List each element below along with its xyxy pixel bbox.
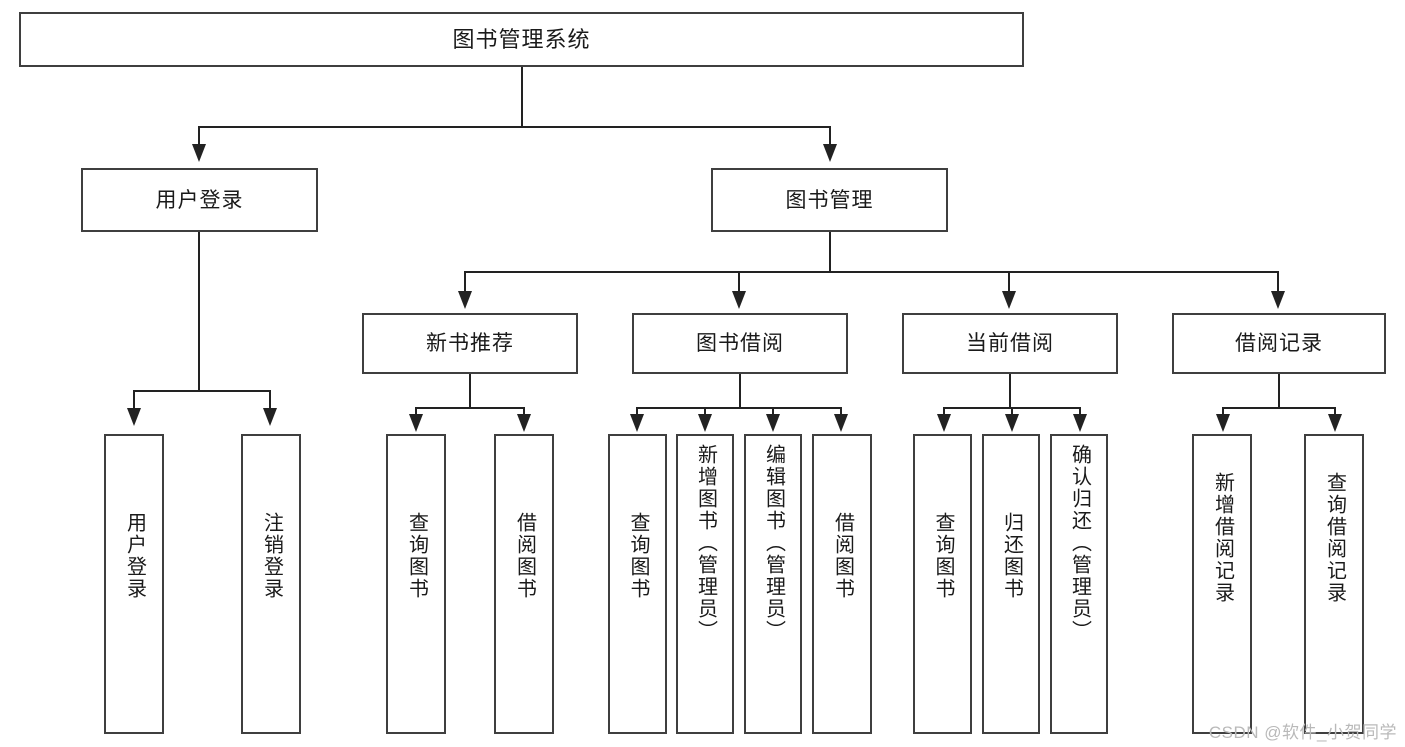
connector-level3-drop-2 xyxy=(738,271,740,293)
leaf-label: 查询借阅记录 xyxy=(1323,472,1346,604)
leaf-book-borrow-edit-book-admin[interactable]: 编辑图书（管理员） xyxy=(744,434,802,734)
arrowhead-to-borrow-record xyxy=(1271,291,1285,309)
leaf-book-borrow-borrow-book[interactable]: 借阅图书 xyxy=(812,434,872,734)
node-current-borrow[interactable]: 当前借阅 xyxy=(902,313,1118,374)
leaf-book-borrow-query-book[interactable]: 查询图书 xyxy=(608,434,667,734)
connector-borrow-record-drop-1 xyxy=(1222,407,1224,417)
connector-book-borrow-drop-2 xyxy=(704,407,706,417)
connector-book-borrow-drop-3 xyxy=(772,407,774,417)
node-label: 新书推荐 xyxy=(426,332,514,355)
leaf-user-login[interactable]: 用户登录 xyxy=(104,434,164,734)
connector-book-borrow-stem xyxy=(739,374,741,408)
node-label: 图书管理系统 xyxy=(452,26,591,52)
arrowhead-new-book-leaf-2 xyxy=(517,414,531,432)
arrowhead-book-borrow-leaf-2 xyxy=(698,414,712,432)
arrowhead-borrow-record-leaf-1 xyxy=(1216,414,1230,432)
connector-book-borrow-drop-1 xyxy=(636,407,638,417)
leaf-label: 查询图书 xyxy=(627,512,649,600)
node-root-book-management-system[interactable]: 图书管理系统 xyxy=(19,12,1024,67)
connector-new-book-bus xyxy=(415,407,525,409)
node-new-book-recommend[interactable]: 新书推荐 xyxy=(362,313,578,374)
connector-root-stem xyxy=(521,67,523,127)
node-label: 当前借阅 xyxy=(966,332,1054,355)
leaf-label: 新增借阅记录 xyxy=(1211,472,1234,604)
leaf-logout[interactable]: 注销登录 xyxy=(241,434,301,734)
leaf-book-borrow-add-book-admin[interactable]: 新增图书（管理员） xyxy=(676,434,734,734)
leaf-label: 确认归还（管理员） xyxy=(1068,444,1091,642)
connector-level2-bus xyxy=(198,126,831,128)
node-label: 用户登录 xyxy=(155,188,244,212)
node-user-login[interactable]: 用户登录 xyxy=(81,168,318,232)
watermark-text: CSDN @软件_小贺同学 xyxy=(1208,723,1397,742)
connector-current-borrow-drop-3 xyxy=(1079,407,1081,417)
leaf-label: 编辑图书（管理员） xyxy=(762,444,785,642)
node-book-borrow[interactable]: 图书借阅 xyxy=(632,313,848,374)
leaf-new-book-borrow-book[interactable]: 借阅图书 xyxy=(494,434,554,734)
connector-level3-bus xyxy=(464,271,1279,273)
arrowhead-to-leaf-user-login xyxy=(127,408,141,426)
connector-borrow-record-drop-2 xyxy=(1334,407,1336,417)
leaf-label: 新增图书（管理员） xyxy=(694,444,717,642)
leaf-borrow-record-add-record[interactable]: 新增借阅记录 xyxy=(1192,434,1252,734)
connector-user-login-drop-1 xyxy=(133,390,135,410)
arrowhead-book-borrow-leaf-4 xyxy=(834,414,848,432)
connector-book-borrow-drop-4 xyxy=(840,407,842,417)
connector-current-borrow-drop-1 xyxy=(943,407,945,417)
arrowhead-to-user-login xyxy=(192,144,206,162)
connector-level3-drop-1 xyxy=(464,271,466,293)
connector-level2-drop-1 xyxy=(198,126,200,146)
arrowhead-to-book-management xyxy=(823,144,837,162)
connector-user-login-bus xyxy=(133,390,270,392)
connector-current-borrow-stem xyxy=(1009,374,1011,408)
leaf-current-borrow-return-book[interactable]: 归还图书 xyxy=(982,434,1040,734)
leaf-borrow-record-query-record[interactable]: 查询借阅记录 xyxy=(1304,434,1364,734)
arrowhead-to-new-book-recommend xyxy=(458,291,472,309)
arrowhead-to-current-borrow xyxy=(1002,291,1016,309)
leaf-label: 查询图书 xyxy=(932,512,954,600)
connector-new-book-drop-1 xyxy=(415,407,417,417)
leaf-label: 借阅图书 xyxy=(831,512,854,600)
leaf-label: 查询图书 xyxy=(405,512,428,600)
connector-new-book-drop-2 xyxy=(523,407,525,417)
connector-current-borrow-drop-2 xyxy=(1011,407,1013,417)
arrowhead-borrow-record-leaf-2 xyxy=(1328,414,1342,432)
leaf-label: 注销登录 xyxy=(260,512,283,600)
leaf-current-borrow-confirm-return-admin[interactable]: 确认归还（管理员） xyxy=(1050,434,1108,734)
node-label: 借阅记录 xyxy=(1235,332,1323,355)
node-label: 图书管理 xyxy=(785,188,874,212)
leaf-label: 归还图书 xyxy=(1000,512,1023,600)
leaf-new-book-query-book[interactable]: 查询图书 xyxy=(386,434,446,734)
leaf-label: 借阅图书 xyxy=(513,512,536,600)
connector-borrow-record-stem xyxy=(1278,374,1280,408)
arrowhead-book-borrow-leaf-1 xyxy=(630,414,644,432)
connector-new-book-stem xyxy=(469,374,471,408)
connector-book-borrow-bus xyxy=(636,407,842,409)
arrowhead-book-borrow-leaf-3 xyxy=(766,414,780,432)
arrowhead-current-borrow-leaf-2 xyxy=(1005,414,1019,432)
node-label: 图书借阅 xyxy=(696,332,784,355)
arrowhead-current-borrow-leaf-1 xyxy=(937,414,951,432)
arrowhead-new-book-leaf-1 xyxy=(409,414,423,432)
node-borrow-record[interactable]: 借阅记录 xyxy=(1172,313,1386,374)
connector-user-login-stem xyxy=(198,232,200,391)
arrowhead-current-borrow-leaf-3 xyxy=(1073,414,1087,432)
arrowhead-to-leaf-logout xyxy=(263,408,277,426)
arrowhead-to-book-borrow xyxy=(732,291,746,309)
leaf-label: 用户登录 xyxy=(123,512,146,600)
connector-level3-drop-4 xyxy=(1277,271,1279,293)
node-book-management[interactable]: 图书管理 xyxy=(711,168,948,232)
leaf-current-borrow-query-book[interactable]: 查询图书 xyxy=(913,434,972,734)
connector-level3-drop-3 xyxy=(1008,271,1010,293)
connector-level2-drop-2 xyxy=(829,126,831,146)
connector-borrow-record-bus xyxy=(1222,407,1336,409)
connector-book-management-stem xyxy=(829,232,831,272)
connector-user-login-drop-2 xyxy=(269,390,271,410)
